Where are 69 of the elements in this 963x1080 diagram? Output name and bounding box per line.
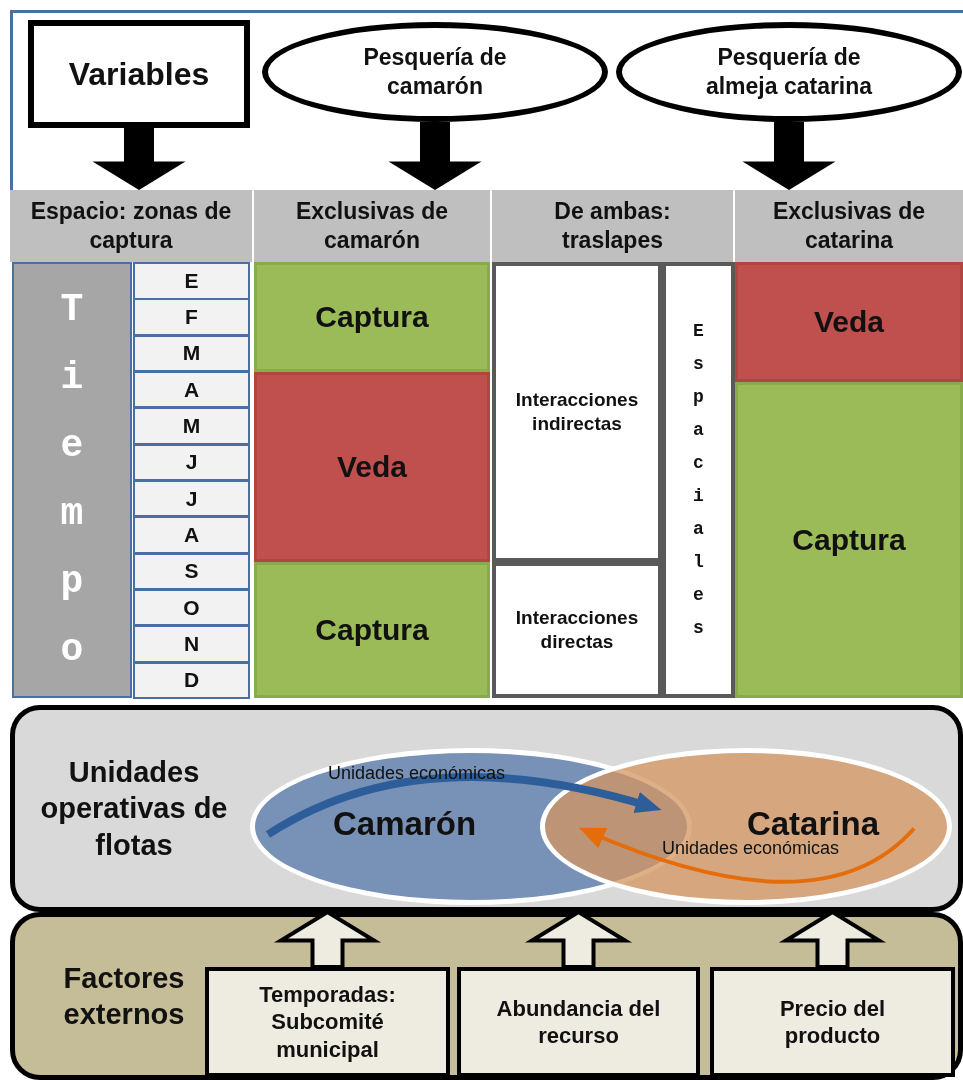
node-label: A — [183, 521, 200, 548]
node-label: Pesquería de camarón — [362, 43, 508, 101]
closed-season-block — [735, 262, 963, 382]
node-label: Veda — [813, 304, 885, 341]
column-header — [254, 190, 490, 262]
month-cell — [133, 588, 250, 627]
column-header — [492, 190, 733, 262]
node-label: Precio del producto — [778, 994, 887, 1050]
node-label: Factores externos — [62, 960, 186, 1032]
node-label: Unidades operativas de flotas — [39, 755, 229, 863]
capture-period-block — [254, 262, 490, 372]
node-label: J — [185, 449, 198, 476]
node-label: A — [183, 376, 200, 403]
vertical-label: Tiempo — [59, 287, 85, 673]
closed-season-block — [254, 372, 490, 562]
month-cell — [133, 661, 250, 700]
node-label: Exclusivas de camarón — [294, 197, 450, 255]
node-label: N — [183, 630, 200, 657]
curved-arrow — [265, 773, 662, 838]
node-label: S — [184, 558, 199, 585]
node-label: Pesquería de almeja catarina — [704, 43, 874, 101]
node-label: E — [184, 267, 199, 294]
node-label: Veda — [336, 449, 408, 486]
factor-box — [205, 967, 450, 1077]
month-cell — [133, 334, 250, 373]
curved-arrow — [578, 827, 916, 884]
month-cell — [133, 479, 250, 518]
edge-label: Unidades económicas — [328, 763, 506, 784]
vertical-label: Espaciales — [692, 320, 705, 640]
column-header — [10, 190, 252, 262]
block-arrow — [742, 122, 836, 190]
block-arrow — [92, 128, 186, 190]
node-label: Temporadas: Subcomité municipal — [258, 980, 397, 1064]
node-label: Camarón — [333, 804, 477, 844]
month-cell — [133, 625, 250, 663]
node-label: F — [185, 303, 198, 330]
external-factors-panel — [10, 912, 963, 1080]
node-label: Exclusivas de catarina — [771, 197, 927, 255]
block-arrow — [388, 122, 482, 190]
capture-period-block — [735, 382, 963, 698]
month-cell — [133, 516, 250, 554]
node-label: Interacciones indirectas — [514, 388, 640, 436]
month-cell — [133, 407, 250, 445]
time-bar — [12, 262, 132, 698]
variables-box — [28, 20, 250, 128]
month-cell — [133, 371, 250, 409]
node-label: Espacio: zonas de captura — [29, 197, 233, 255]
fleet-units-panel — [10, 705, 963, 912]
node-label: D — [183, 667, 200, 694]
factor-box — [457, 967, 700, 1077]
node-label: Captura — [315, 612, 429, 649]
month-cell — [133, 443, 250, 482]
spatial-box — [662, 262, 735, 698]
node-label: M — [182, 412, 201, 439]
node-label: Variables — [68, 55, 210, 94]
node-label: Captura — [315, 299, 429, 336]
month-cell — [133, 298, 250, 336]
month-cell — [133, 262, 250, 300]
node-label: O — [183, 594, 200, 621]
factor-box — [710, 967, 955, 1077]
node-label: M — [182, 340, 201, 367]
month-cell — [133, 552, 250, 591]
node-label: Abundancia del recurso — [495, 994, 662, 1050]
node-label: De ambas: traslapes — [553, 197, 672, 255]
capture-period-block — [254, 562, 490, 698]
column-header — [735, 190, 963, 262]
node-label: J — [185, 485, 198, 512]
node-label: Interacciones directas — [514, 606, 640, 654]
node-label: Captura — [792, 522, 906, 559]
